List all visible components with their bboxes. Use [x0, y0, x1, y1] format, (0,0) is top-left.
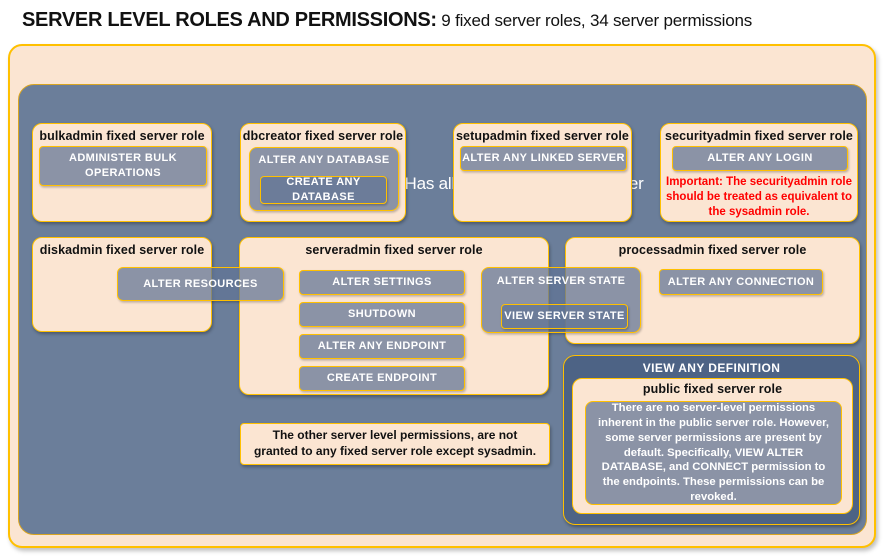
dbcreator-role-title: dbcreator fixed server role — [242, 129, 404, 143]
bulkadmin-role-title: bulkadmin fixed server role — [39, 129, 205, 143]
permission-alter-server-state: ALTER SERVER STATE VIEW SERVER STATE — [481, 267, 641, 333]
dbcreator-role-box: dbcreator fixed server role ALTER ANY DA… — [240, 123, 406, 222]
securityadmin-role-box: securityadmin fixed server role ALTER AN… — [660, 123, 858, 222]
permission-alter-any-database: ALTER ANY DATABASE CREATE ANY DATABASE — [249, 147, 399, 211]
public-role-note: There are no server-level permissions in… — [585, 401, 842, 505]
permission-alter-any-connection: ALTER ANY CONNECTION — [659, 269, 823, 295]
permission-alter-settings: ALTER SETTINGS — [299, 270, 465, 295]
setupadmin-role-title: setupadmin fixed server role — [455, 129, 629, 143]
permission-administer-bulk-operations: ADMINISTER BULK OPERATIONS — [39, 146, 207, 186]
public-role-title: public fixed server role — [642, 382, 783, 396]
permission-alter-any-endpoint: ALTER ANY ENDPOINT — [299, 334, 465, 359]
page-title-sub: 9 fixed server roles, 34 server permissi… — [436, 11, 753, 30]
setupadmin-role-box: setupadmin fixed server role ALTER ANY L… — [453, 123, 632, 222]
serveradmin-role-box: serveradmin fixed server role ALTER SETT… — [239, 237, 549, 395]
processadmin-role-title: processadmin fixed server role — [618, 243, 807, 257]
permission-view-any-definition: VIEW ANY DEFINITION public fixed server … — [563, 355, 860, 525]
bulkadmin-role-box: bulkadmin fixed server role ADMINISTER B… — [32, 123, 212, 222]
serveradmin-role-title: serveradmin fixed server role — [305, 243, 483, 257]
permission-create-endpoint: CREATE ENDPOINT — [299, 366, 465, 391]
securityadmin-role-title: securityadmin fixed server role — [665, 129, 853, 143]
page-title-main: SERVER LEVEL ROLES AND PERMISSIONS: — [22, 9, 437, 31]
securityadmin-warning-text: Important: The securityadmin role should… — [666, 176, 852, 218]
permission-create-any-database: CREATE ANY DATABASE — [260, 176, 387, 204]
public-role-box: public fixed server role There are no se… — [572, 378, 853, 514]
permission-alter-any-login: ALTER ANY LOGIN — [672, 146, 848, 171]
page-title: SERVER LEVEL ROLES AND PERMISSIONS: 9 fi… — [22, 9, 752, 32]
permission-view-server-state: VIEW SERVER STATE — [501, 304, 628, 329]
permission-alter-any-database-label: ALTER ANY DATABASE — [258, 154, 390, 166]
permission-alter-server-state-label: ALTER SERVER STATE — [496, 275, 626, 287]
permission-view-any-definition-label: VIEW ANY DEFINITION — [642, 361, 781, 375]
permission-alter-any-linked-server: ALTER ANY LINKED SERVER — [460, 146, 627, 171]
other-permissions-note: The other server level permissions, are … — [240, 423, 550, 465]
diskadmin-role-title: diskadmin fixed server role — [39, 243, 205, 257]
permission-alter-resources: ALTER RESOURCES — [117, 267, 284, 301]
permission-shutdown: SHUTDOWN — [299, 302, 465, 327]
